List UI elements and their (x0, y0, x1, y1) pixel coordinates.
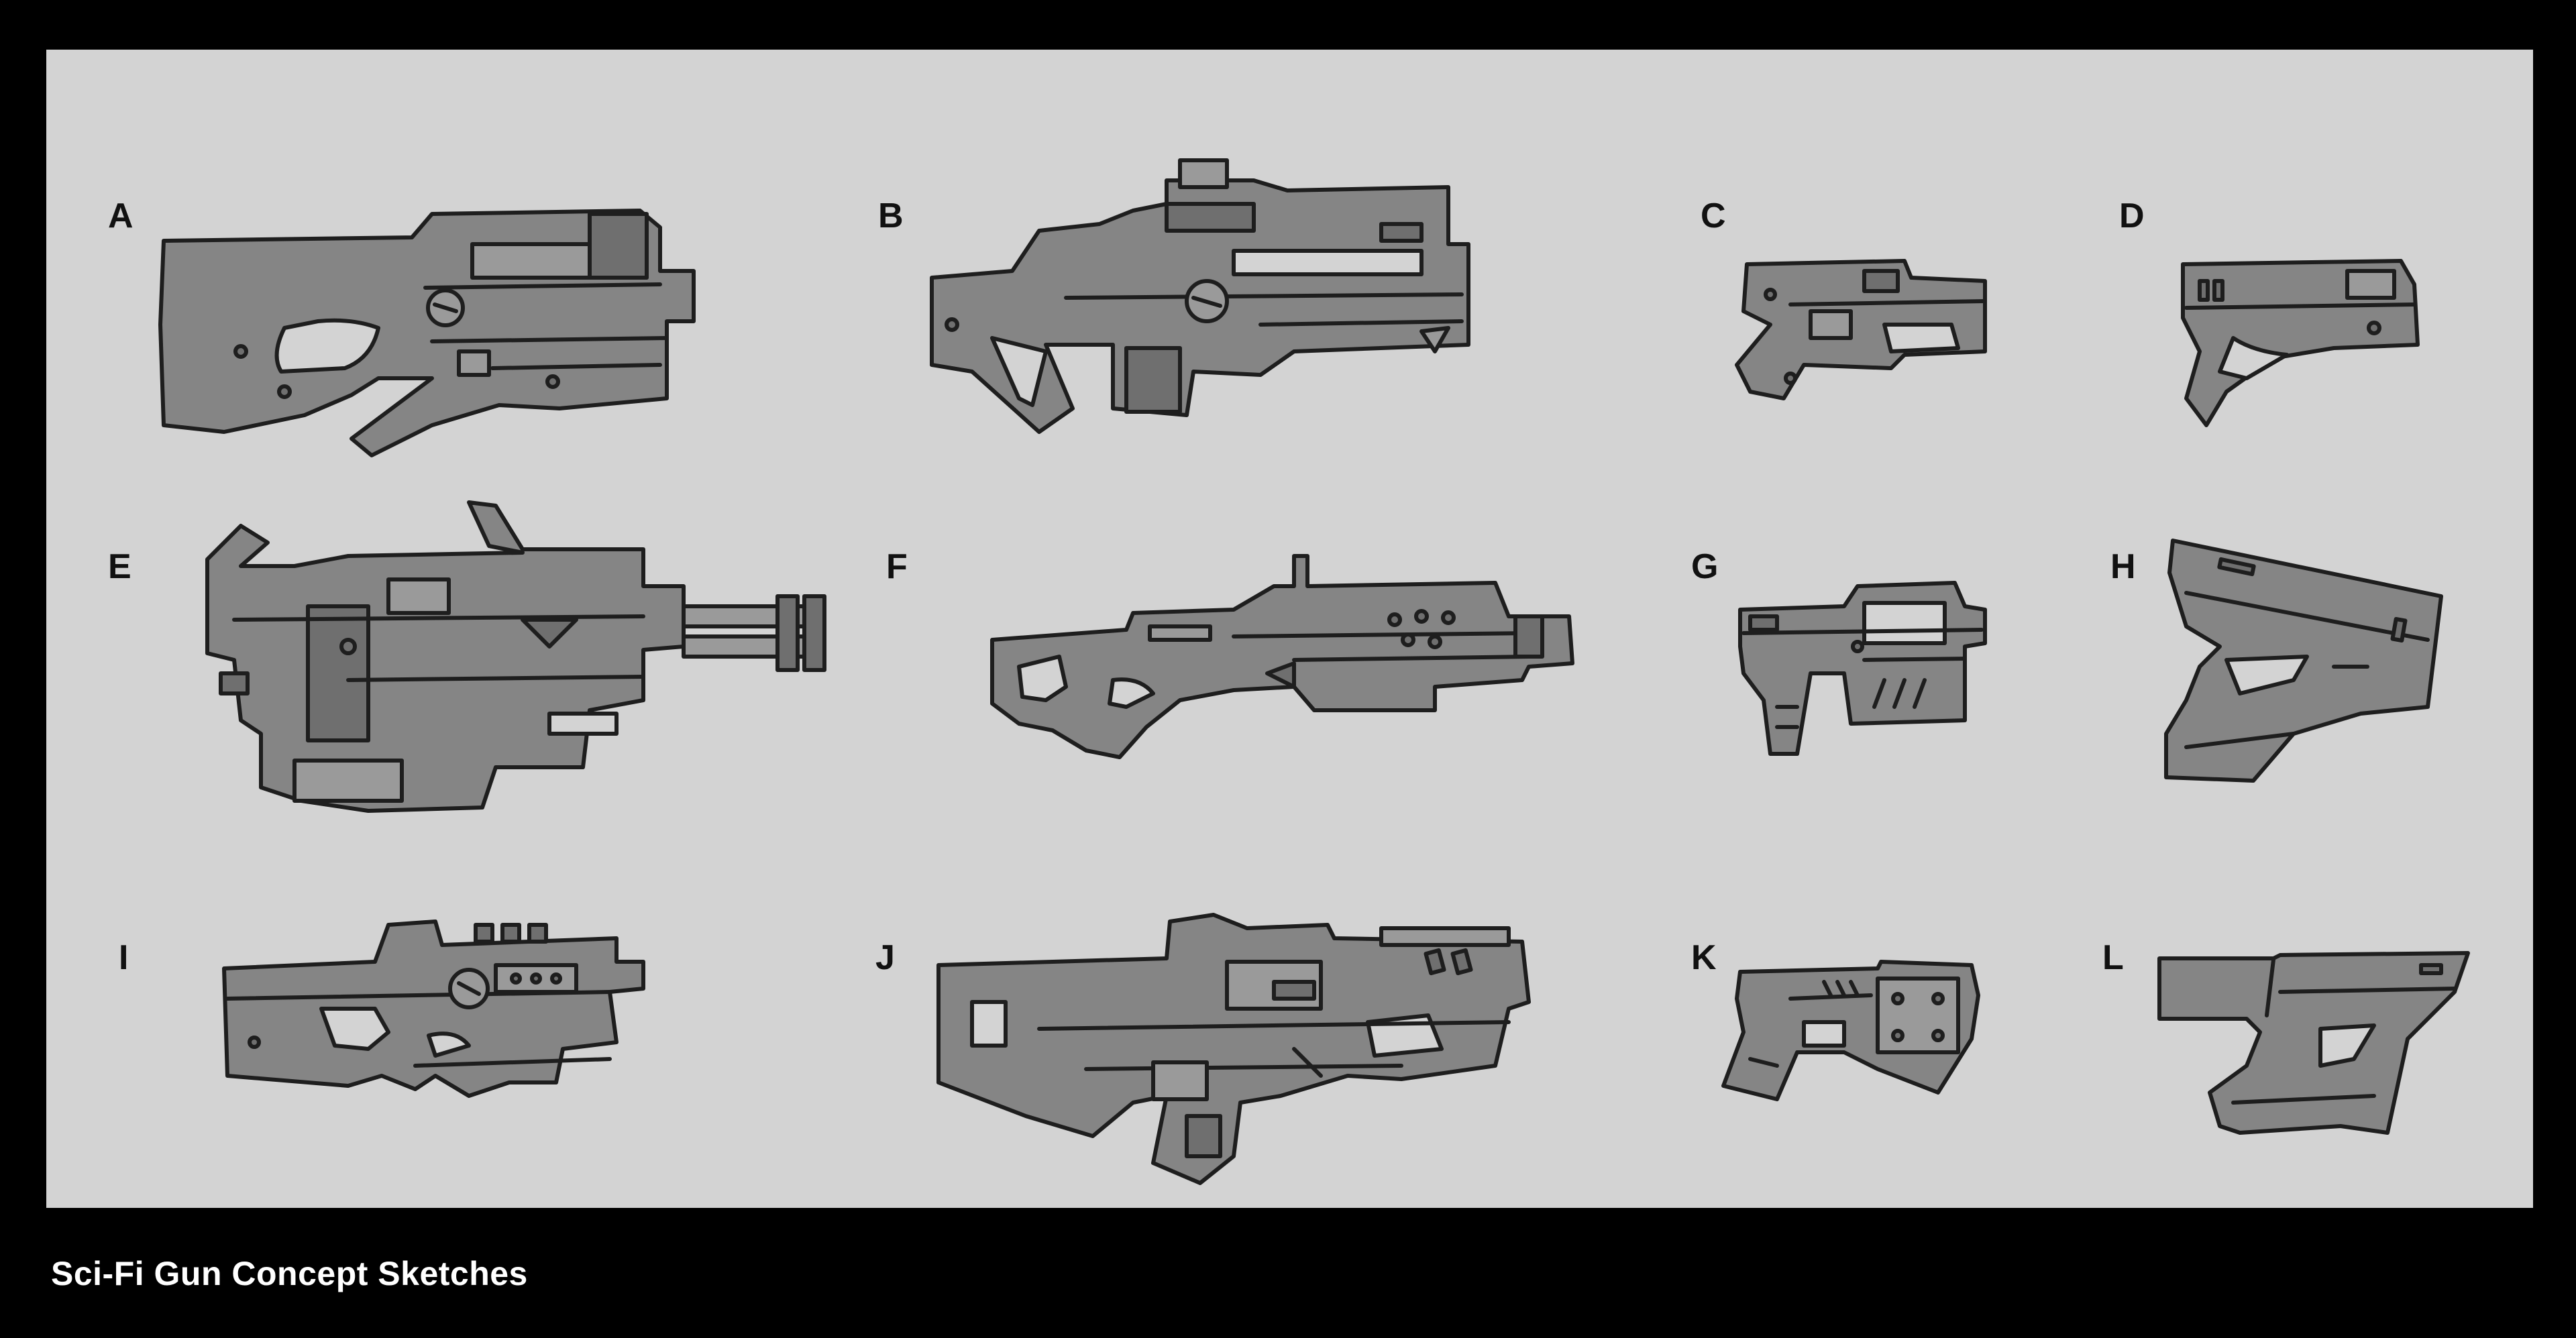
sketch-b (930, 158, 1470, 434)
sketch-label-a: A (108, 197, 133, 235)
sketch-label-h: H (2110, 547, 2136, 586)
sketch-label-i: I (119, 938, 129, 977)
sketch-g (1738, 581, 1987, 756)
sketch-j (936, 913, 1531, 1185)
sketch-label-c: C (1701, 197, 1726, 235)
sketch-label-k: K (1691, 938, 1717, 977)
sketch-label-j: J (875, 938, 895, 977)
sketch-label-d: D (2119, 197, 2145, 235)
sketch-f (990, 554, 1574, 759)
sketch-l (2157, 951, 2470, 1135)
sketch-i (222, 919, 645, 1098)
sketch-d (2181, 259, 2420, 427)
sketch-c (1735, 259, 1987, 400)
sketch-e (205, 500, 826, 813)
sheet-caption: Sci-Fi Gun Concept Sketches (51, 1255, 528, 1292)
sketch-label-f: F (886, 547, 908, 586)
sketch-label-b: B (878, 197, 904, 235)
sketch-label-e: E (108, 547, 131, 586)
sketch-label-g: G (1691, 547, 1719, 586)
sketch-label-l: L (2102, 938, 2124, 977)
sketch-k (1721, 960, 1980, 1101)
sketch-h (2164, 539, 2443, 783)
sketch-sheet: A B (46, 50, 2533, 1208)
sketch-a (158, 209, 696, 457)
